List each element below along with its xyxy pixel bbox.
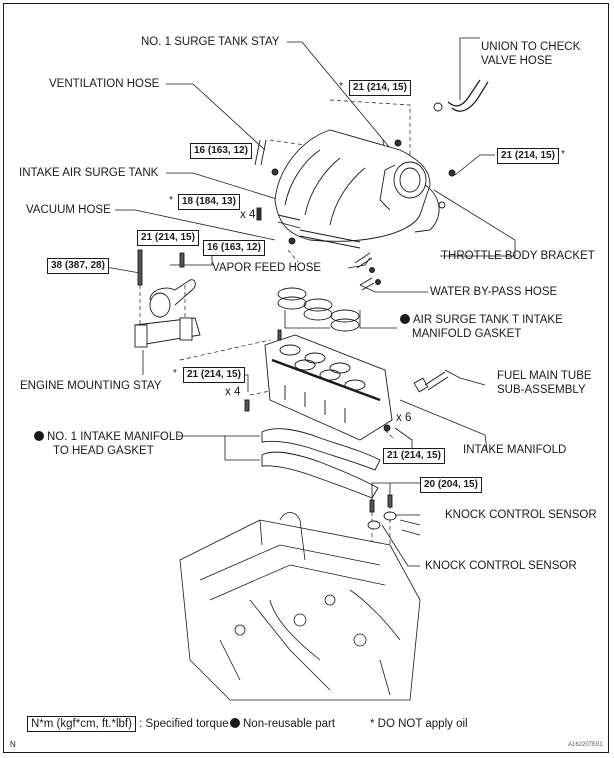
label-ventilation-hose: VENTILATION HOSE bbox=[49, 78, 160, 90]
label-union-hose-line2: VALVE HOSE bbox=[481, 55, 553, 67]
label-surge-tank-stay: NO. 1 SURGE TANK STAY bbox=[141, 36, 280, 48]
label-knock-sensor-upper: KNOCK CONTROL SENSOR bbox=[445, 509, 597, 521]
knock-sensors-art bbox=[367, 494, 421, 536]
engine-mounting-stay-art bbox=[134, 249, 201, 348]
legend-non-reusable: Non-reusable part bbox=[230, 718, 335, 730]
label-water-bypass-hose: WATER BY-PASS HOSE bbox=[430, 286, 558, 298]
leader-knock-lower bbox=[381, 524, 420, 567]
torque-manifold-bolt: 21 (214, 15) bbox=[183, 367, 245, 383]
legend-torque-unit: N*m (kgf*cm, ft.*lbf) bbox=[27, 716, 136, 732]
no-oil-star: * bbox=[169, 195, 173, 206]
leader-union-hose bbox=[459, 37, 480, 100]
leader-intake-air-surge-tank bbox=[166, 172, 281, 201]
surge-gaskets-art bbox=[277, 287, 360, 332]
non-reusable-dot-icon bbox=[400, 314, 410, 324]
label-fuel-tube-line2: SUB-ASSEMBLY bbox=[497, 384, 586, 396]
head-gaskets-art bbox=[261, 428, 381, 499]
torque-manifold-nut: 21 (214, 15) bbox=[383, 448, 445, 464]
figure-id: A162207E01 bbox=[568, 742, 603, 748]
no-oil-star: * bbox=[173, 368, 177, 379]
leader-vacuum-hose bbox=[115, 209, 276, 241]
label-union-hose-line1: UNION TO CHECK bbox=[481, 41, 581, 53]
torque-bracket-bolt: 21 (214, 15) bbox=[497, 148, 559, 164]
torque-mount-bolt: 38 (387, 28) bbox=[47, 258, 109, 274]
no-oil-star: * bbox=[561, 149, 565, 160]
label-intake-manifold: INTAKE MANIFOLD bbox=[463, 444, 567, 456]
corner-mark: N bbox=[10, 740, 16, 749]
label-throttle-body-bracket: THROTTLE BODY BRACKET bbox=[441, 250, 595, 262]
leader-head-gasket bbox=[178, 435, 260, 461]
leader-surge-gasket-2 bbox=[284, 310, 330, 329]
label-surge-gasket-line2: MANIFOLD GASKET bbox=[412, 328, 522, 340]
legend-torque: N*m (kgf*cm, ft.*lbf) : Specified torque bbox=[27, 716, 229, 732]
intake-air-surge-tank-art bbox=[274, 129, 446, 249]
leader-bracket-torque bbox=[454, 154, 495, 176]
label-intake-air-surge-tank: INTAKE AIR SURGE TANK bbox=[19, 167, 159, 179]
fasteners-upper bbox=[254, 139, 456, 291]
torque-mount-nut: 21 (214, 15) bbox=[137, 230, 199, 246]
label-head-gasket-line1: NO. 1 INTAKE MANIFOLD bbox=[34, 430, 184, 444]
leader-knock-torque bbox=[389, 482, 420, 500]
diagram-frame bbox=[3, 3, 609, 753]
torque-knock-sensor: 20 (204, 15) bbox=[420, 477, 482, 493]
leader-fuel-tube bbox=[444, 369, 486, 386]
torque-tank-bolt: 18 (184, 13) bbox=[178, 194, 240, 210]
no-oil-star: * bbox=[339, 81, 343, 92]
leader-surge-tank-stay bbox=[287, 41, 401, 161]
label-vapor-feed-hose: VAPOR FEED HOSE bbox=[212, 262, 322, 274]
label-head-gasket-line2: TO HEAD GASKET bbox=[53, 445, 154, 457]
torque-vapor-nut: 16 (163, 12) bbox=[203, 240, 265, 256]
label-vacuum-hose: VACUUM HOSE bbox=[26, 204, 111, 216]
quantity-x6-manifold: x 6 bbox=[396, 412, 412, 424]
leader-knock-torque-2 bbox=[371, 482, 390, 500]
label-fuel-tube-line1: FUEL MAIN TUBE bbox=[497, 370, 592, 382]
leader-surge-gasket bbox=[359, 310, 397, 329]
engine-block-art bbox=[179, 512, 421, 701]
legend-torque-desc: : Specified torque bbox=[139, 718, 229, 730]
leader-ventilation-hose bbox=[166, 83, 266, 151]
label-engine-mounting-stay: ENGINE MOUNTING STAY bbox=[20, 380, 162, 392]
quantity-x4-tank: x 4 bbox=[240, 209, 256, 221]
leader-water-bypass bbox=[359, 284, 428, 293]
union-hose-art bbox=[433, 79, 489, 112]
torque-vent-nut: 16 (163, 12) bbox=[190, 143, 252, 159]
label-knock-sensor-lower: KNOCK CONTROL SENSOR bbox=[425, 560, 577, 572]
label-surge-gasket-line1: AIR SURGE TANK T INTAKE bbox=[400, 313, 563, 327]
non-reusable-dot-icon bbox=[230, 718, 240, 728]
legend-no-oil: * DO NOT apply oil bbox=[370, 718, 468, 730]
leader-intake-manifold bbox=[399, 399, 488, 451]
leader-throttle-bracket bbox=[433, 189, 516, 257]
torque-stay-bolt: 21 (214, 15) bbox=[349, 80, 411, 96]
quantity-x4-manifold: x 4 bbox=[225, 386, 241, 398]
non-reusable-dot-icon bbox=[34, 431, 44, 441]
intake-manifold-art bbox=[244, 329, 449, 441]
